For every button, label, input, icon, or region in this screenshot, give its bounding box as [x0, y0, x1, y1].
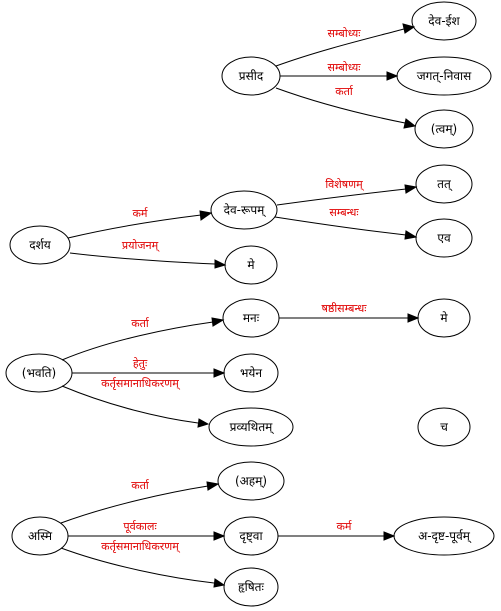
node-label: (अहम्): [235, 474, 267, 489]
node-label: दर्शय: [29, 238, 52, 252]
edge-darshaya-deva-rupam: कर्म: [67, 207, 213, 239]
node-label: मनः: [243, 311, 260, 325]
edge-label: सम्बोध्यः: [328, 27, 362, 40]
node-prasida: प्रसीद: [221, 56, 281, 96]
node-label: (भवति): [22, 366, 56, 380]
node-drishtva: दृष्ट्वा: [223, 516, 279, 556]
edge-deva-rupam-tat: विशेषणम्: [276, 178, 418, 206]
node-manah: मनः: [222, 298, 280, 338]
edge-label: कर्ता: [131, 317, 150, 330]
node-bhavati: (भवति): [5, 353, 73, 393]
edge-label: पूर्वकालः: [123, 520, 157, 534]
node-label: हृषितः: [238, 580, 264, 594]
node-cha: च: [417, 407, 471, 447]
node-tvam: (त्वम्): [414, 109, 474, 149]
edge-prasida-jagat-nivasa: सम्बोध्यः: [280, 61, 399, 81]
edge-prasida-deva-isha: सम्बोध्यः: [275, 23, 416, 67]
node-label: मे: [247, 258, 255, 272]
node-eva: एव: [415, 218, 473, 258]
node-label: अ-दृष्ट-पूर्वम्: [418, 529, 472, 544]
node-label: च: [440, 420, 448, 434]
node-deva-isha: देव-ईश: [411, 1, 477, 41]
edge-label: विशेषणम्: [325, 178, 364, 191]
edge-label: सम्बोध्यः: [328, 61, 362, 74]
edge-label: षष्ठीसम्बन्धः: [321, 302, 367, 315]
node-label: अस्मि: [28, 529, 53, 543]
edge-label: कर्ता: [131, 479, 150, 492]
edge-bhavati-pravyathitam: कर्तृसमानाधिकरणम्: [61, 377, 210, 428]
edge-label: प्रयोजनम्: [122, 239, 160, 252]
node-label: प्रसीद: [239, 69, 264, 83]
edge-prasida-tvam: कर्ता: [275, 85, 417, 129]
edge-asmi-drishtva: पूर्वकालः: [68, 520, 226, 541]
node-label: जगत्-निवास: [417, 69, 472, 84]
node-label: भयेन: [240, 366, 262, 380]
edge-bhavati-bhayena: हेतुः: [72, 357, 226, 378]
node-bhayena: भयेन: [223, 353, 279, 393]
node-asmi: अस्मि: [11, 516, 69, 556]
node-me-2: मे: [417, 298, 471, 338]
node-jagat-nivasa: जगत्-निवास: [396, 56, 492, 96]
edge-bhavati-manah: कर्ता: [61, 317, 225, 361]
node-me-1: मे: [224, 245, 278, 285]
node-label: एव: [437, 231, 451, 245]
edge-manah-me: षष्ठीसम्बन्धः: [279, 302, 420, 323]
edge-label: हेतुः: [133, 357, 148, 370]
node-hrishitah: हृषितः: [223, 567, 279, 607]
edge-label: कर्म: [132, 207, 148, 220]
node-deva-rupam: देव-रूपम्: [210, 190, 278, 230]
node-label: देव-ईश: [428, 14, 460, 28]
edge-label: सम्बन्धः: [329, 206, 359, 219]
edge-label: कर्ता: [335, 85, 354, 98]
node-label: देव-रूपम्: [224, 203, 267, 218]
node-aham: (अहम्): [217, 461, 285, 501]
edge-darshaya-me: प्रयोजनम्: [69, 239, 227, 269]
edge-asmi-hrishitah: कर्तृसमानाधिकरणम्: [60, 540, 226, 588]
node-label: प्रव्यथितम्: [230, 420, 275, 435]
node-darshaya: दर्शय: [9, 225, 71, 265]
edge-drishtva-adrishtapurvam: कर्म: [278, 520, 396, 541]
node-pravyathitam: प्रव्यथितम्: [208, 407, 294, 447]
node-adrishtapurvam: अ-दृष्ट-पूर्वम्: [393, 516, 495, 556]
node-label: दृष्ट्वा: [239, 529, 263, 544]
edge-deva-rupam-eva: सम्बन्धः: [274, 206, 418, 240]
edge-label: कर्तृसमानाधिकरणम्: [101, 540, 181, 553]
edge-asmi-aham: कर्ता: [60, 479, 220, 524]
node-label: तत्: [437, 177, 453, 192]
edge-label: कर्तृसमानाधिकरणम्: [101, 377, 181, 390]
node-tat: तत्: [415, 164, 473, 204]
edge-label: कर्म: [336, 520, 352, 533]
node-label: मे: [440, 311, 448, 325]
node-label: (त्वम्): [431, 122, 457, 137]
